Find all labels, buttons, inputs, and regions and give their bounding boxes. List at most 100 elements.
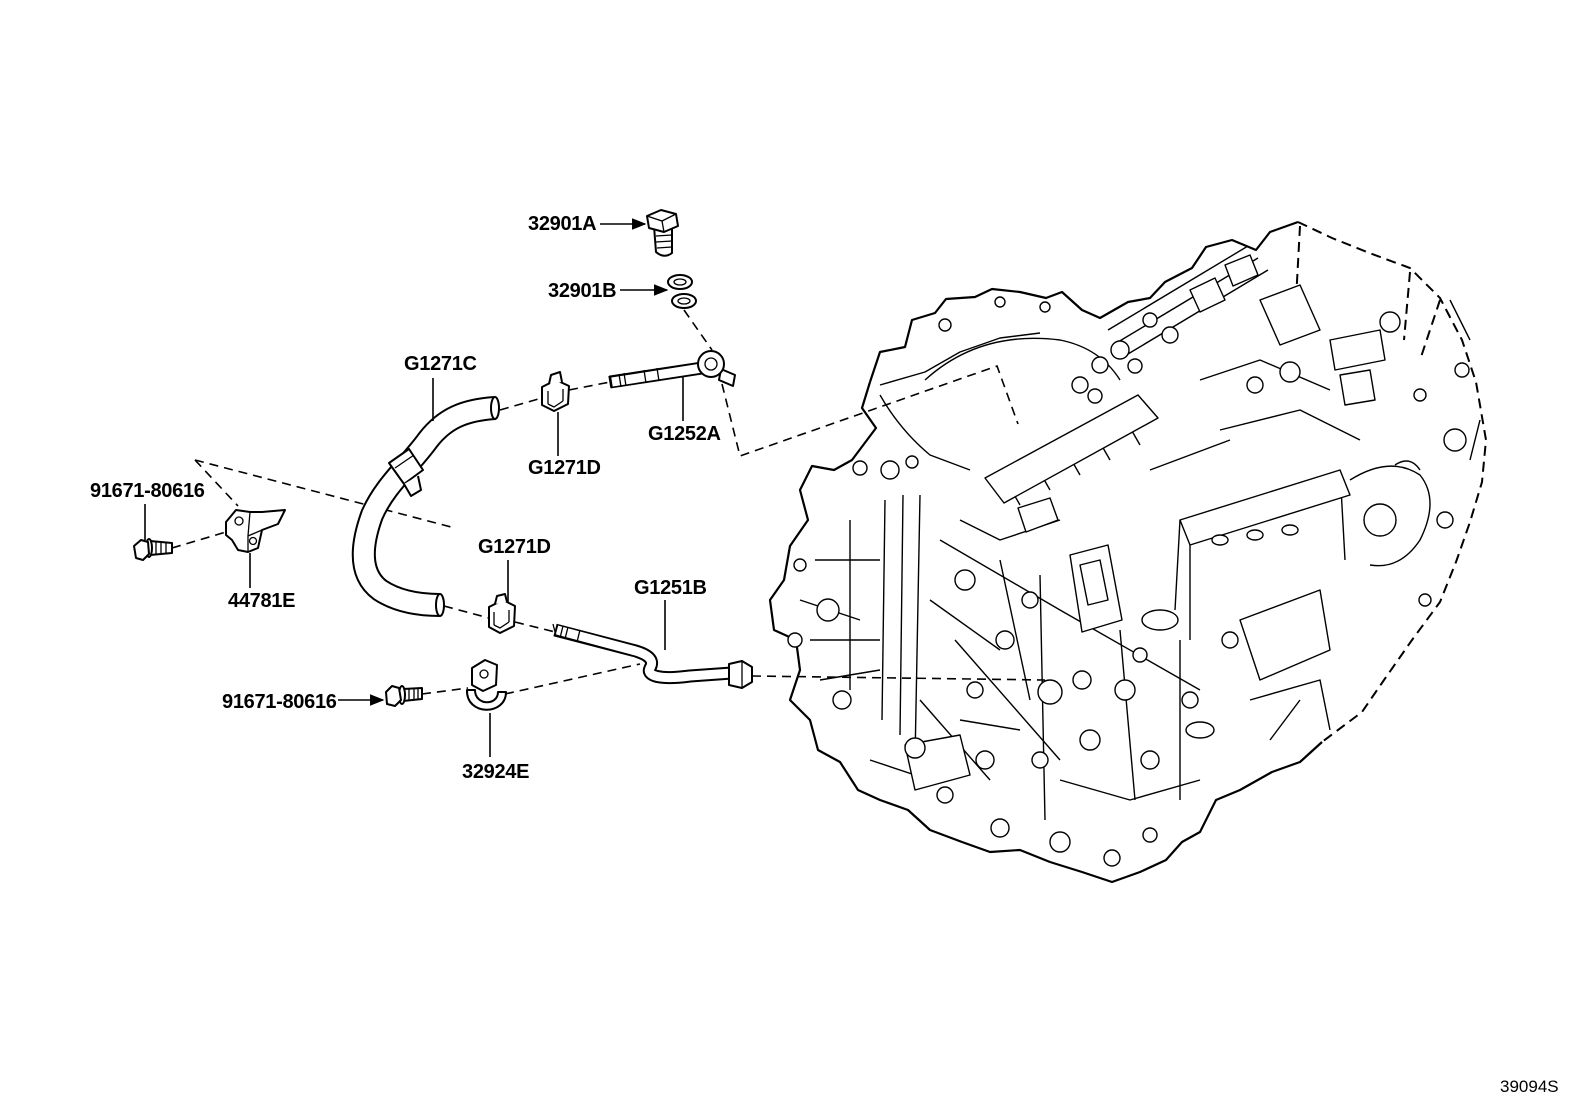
transmission-case-detail [1031, 751, 1049, 769]
gasket-pair [667, 274, 697, 309]
transmission-case-detail [899, 494, 904, 736]
hose-bracket [225, 509, 286, 553]
transmission-case-detail [1281, 524, 1299, 536]
transmission-case-detail [787, 632, 803, 648]
assembly-line-lower-clip-to-pipe [514, 621, 556, 633]
transmission-case-detail [1418, 593, 1432, 607]
oil-pipe-lower-nut [728, 660, 753, 689]
oil-pipe-upper-nipple [718, 368, 736, 387]
transmission-case-detail [1246, 376, 1264, 394]
transmission-case-detail [975, 750, 995, 770]
transmission-case-detail [1379, 311, 1401, 333]
oil-pipe-lower-beads [559, 625, 581, 643]
transmission-case-detail [1039, 301, 1051, 313]
transmission-case-detail [1219, 409, 1361, 441]
transmission-case-detail [1087, 388, 1103, 404]
oil-pipe-lower-body [555, 625, 733, 683]
assembly-line-hose-to-clip [499, 397, 543, 411]
transmission-case-detail [819, 669, 881, 681]
transmission-case-detail [1454, 362, 1470, 378]
oil-hose-end-lower [435, 593, 445, 617]
transmission-case-detail [1199, 359, 1331, 391]
oil-hose [351, 396, 500, 617]
transmission-case-detail [1413, 388, 1427, 402]
oil-pipe-upper-banjo [697, 350, 725, 378]
transmission-case-detail [1017, 497, 1059, 533]
label-gasket: 32901B [548, 280, 616, 302]
transmission-case-detail [793, 558, 807, 572]
label-hose: G1271C [404, 353, 477, 375]
transmission-case-detail [1443, 428, 1467, 452]
label-clip-lower: G1271D [478, 536, 551, 558]
transmission-case-detail [954, 639, 1061, 761]
oil-pipe-upper-beads [618, 367, 660, 388]
pipe-clamp-hole [479, 669, 489, 679]
transmission-case-detail [816, 598, 840, 622]
label-bolt-clamp: 91671-80616 [222, 691, 337, 713]
assembly-line-hose-to-lower-clip [443, 605, 490, 619]
union-bolt-head-edges [646, 213, 677, 233]
hose-bracket-fold [247, 511, 263, 552]
transmission-case-detail [1329, 329, 1386, 371]
transmission-case-detail [924, 337, 1121, 381]
gasket-upper [667, 274, 693, 290]
transmission-case-detail [1469, 419, 1481, 461]
transmission-case-detail [1436, 511, 1454, 529]
transmission-case-detail [1259, 284, 1321, 346]
transmission-case-detail [1072, 670, 1092, 690]
transmission-case-outline [868, 220, 1299, 383]
transmission-case-detail [1185, 721, 1215, 739]
transmission-case-detail [1394, 460, 1421, 471]
hose-bracket-hole [248, 536, 258, 546]
assembly-line-bracket-corner [194, 459, 239, 507]
oil-pipe-upper-body [611, 363, 703, 387]
transmission-case-detail [1279, 361, 1301, 383]
transmission-case-detail [936, 786, 954, 804]
assembly-line-clamp-to-pipe [504, 663, 641, 695]
transmission-case-detail [990, 818, 1010, 838]
transmission-case-detail [999, 559, 1031, 701]
union-bolt-thread [655, 234, 673, 249]
oil-pipe-upper-end [608, 375, 612, 389]
hose-clamp-band [388, 448, 424, 485]
transmission-case-detail [995, 630, 1015, 650]
transmission-assembly [768, 220, 1488, 884]
transmission-case-detail [1127, 269, 1269, 355]
transmission-case-detail [1142, 827, 1158, 843]
gasket-lower [671, 293, 697, 309]
leader-lines [144, 218, 684, 757]
transmission-case-detail [1211, 534, 1229, 546]
flange-bolt-head [133, 539, 150, 561]
transmission-case-detail [914, 494, 921, 761]
transmission-case-detail [1174, 519, 1181, 611]
pipe-clamp [465, 659, 507, 711]
transmission-case-detail [939, 539, 1201, 691]
hose-clip-upper-tab [548, 371, 563, 385]
transmission-case-detail [1239, 589, 1331, 681]
label-clip-upper: G1271D [528, 457, 601, 479]
transmission-case-detail [1249, 679, 1331, 731]
transmission-case-detail [929, 599, 1001, 651]
oil-pipe-lower [552, 623, 753, 689]
transmission-case-detail [1449, 299, 1471, 341]
label-pipe-upper: G1252A [648, 423, 721, 445]
union-bolt [646, 209, 679, 257]
transmission-case-detail [879, 332, 1041, 386]
transmission-case-detail [1079, 729, 1101, 751]
transmission-case-detail [966, 681, 984, 699]
label-union-bolt: 32901A [528, 213, 596, 235]
oil-hose-end-upper [490, 396, 500, 420]
assembly-line-bolt-to-bracket [171, 531, 227, 549]
part-labels: 32901A 32901B G1271C G1252A G1271D 91671… [90, 213, 1559, 1096]
transmission-case-detail [1339, 369, 1376, 406]
gasket-lower-hole [677, 297, 691, 305]
label-clamp: 32924E [462, 761, 529, 783]
transmission-case-detail [1224, 254, 1259, 287]
transmission-rear-case-hidden-edge [1295, 225, 1441, 361]
hose-clip-lower [488, 593, 516, 634]
assembly-line-lower-pipe-to-case [751, 675, 1046, 681]
hose-bracket-hole [234, 516, 244, 526]
transmission-case-detail [1189, 277, 1226, 313]
transmission-case-detail [905, 455, 919, 469]
transmission-case-detail [1119, 629, 1136, 801]
